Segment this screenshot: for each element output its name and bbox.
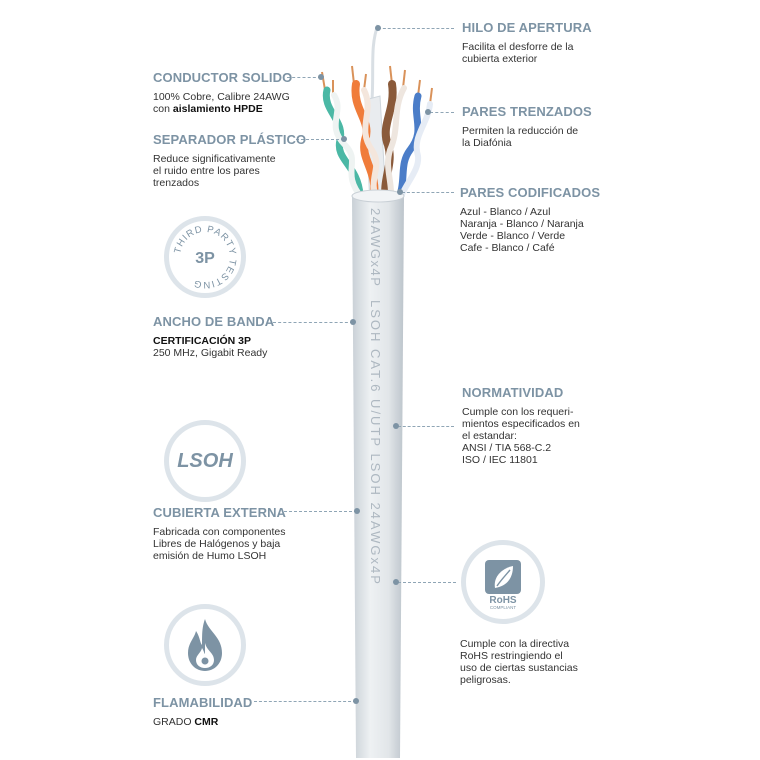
rohs-leaf-icon: RoHS COMPLIANT <box>485 560 521 610</box>
desc-line: Facilita el desforre de la <box>462 41 574 53</box>
leader-dot-separador <box>341 136 347 142</box>
blue-pair <box>392 92 422 208</box>
title-normatividad: NORMATIVIDAD <box>462 385 564 400</box>
desc-line: Cumple con la directiva <box>460 638 570 650</box>
brown-pair <box>381 80 397 206</box>
title-hilo-apertura: HILO DE APERTURA <box>462 20 592 35</box>
badge-flamabilidad <box>164 604 246 686</box>
leader-dot-pares-codificados <box>397 189 403 195</box>
title-conductor-solido: CONDUCTOR SOLIDO <box>153 70 293 85</box>
desc-line: Verde - Blanco / Verde <box>460 230 566 242</box>
leader-dot-hilo <box>375 25 381 31</box>
annotation-ancho-banda: ANCHO DE BANDA CERTIFICACIÓN 3P 250 MHz,… <box>153 314 274 359</box>
desc-line: Naranja - Blanco / Naranja <box>460 218 584 230</box>
cable-print-upper: 24AWGx4P <box>368 208 383 287</box>
title-cubierta-externa: CUBIERTA EXTERNA <box>153 505 287 520</box>
desc-line: RoHS restringiendo el <box>460 650 563 662</box>
flame-icon <box>188 619 222 671</box>
desc-line: la Diafónia <box>462 137 512 149</box>
leader-dot-flamabilidad <box>353 698 359 704</box>
title-ancho-banda: ANCHO DE BANDA <box>153 314 275 329</box>
title-separador-plastico: SEPARADOR PLÁSTICO <box>153 132 307 147</box>
badge-rohs-text: RoHS <box>489 595 517 606</box>
annotation-separador-plastico: SEPARADOR PLÁSTICO Reduce significativam… <box>153 132 306 189</box>
leader-flamabilidad <box>254 701 356 702</box>
title-pares-codificados: PARES CODIFICADOS <box>460 185 601 200</box>
annotation-pares-codificados: PARES CODIFICADOS Azul - Blanco / Azul N… <box>460 185 600 254</box>
leader-dot-cubierta <box>354 508 360 514</box>
desc-line-prefix: con <box>153 103 173 115</box>
leader-rohs <box>398 582 456 583</box>
desc-line: uso de ciertas sustancias <box>460 662 578 674</box>
leader-dot-pares-trenzados <box>425 109 431 115</box>
title-pares-trenzados: PARES TRENZADOS <box>462 104 592 119</box>
annotation-flamabilidad: FLAMABILIDAD GRADO CMR <box>153 695 252 728</box>
badge-3p-center: 3P <box>195 250 215 267</box>
cable-print-lower: LSOH CAT.6 U/UTP LSOH 24AWGx4P <box>368 300 383 586</box>
desc-line: 250 MHz, Gigabit Ready <box>153 347 268 359</box>
annotation-pares-trenzados: PARES TRENZADOS Permiten la reducción de… <box>462 104 592 149</box>
desc-line: ISO / IEC 11801 <box>462 454 538 466</box>
annotation-normatividad: NORMATIVIDAD Cumple con los requeri- mie… <box>462 385 580 466</box>
desc-line: emisión de Humo LSOH <box>153 550 267 562</box>
desc-line: el estandar: <box>462 430 517 442</box>
badge-rohs: RoHS COMPLIANT <box>461 540 545 624</box>
desc-line: trenzados <box>153 177 200 189</box>
leader-dot-normatividad <box>393 423 399 429</box>
leader-pares-codificados <box>402 192 454 193</box>
leader-dot-ancho <box>350 319 356 325</box>
leader-separador <box>296 139 344 140</box>
ripcord <box>370 24 380 101</box>
badge-3p: THIRD PARTY TESTING 3P <box>164 216 246 298</box>
desc-line: Cumple con los requeri- <box>462 406 574 418</box>
desc-line: peligrosas. <box>460 674 511 686</box>
leader-cubierta <box>284 511 357 512</box>
badge-rohs-sub: COMPLIANT <box>490 605 517 610</box>
desc-line-bold: aislamiento HPDE <box>172 103 263 115</box>
desc-line: mientos especificados en <box>462 418 580 430</box>
desc-line-prefix: GRADO <box>153 716 195 728</box>
desc-line-bold: CMR <box>194 716 219 728</box>
annotation-rohs: Cumple con la directiva RoHS restringien… <box>460 638 578 686</box>
annotation-hilo-apertura: HILO DE APERTURA Facilita el desforre de… <box>462 20 592 65</box>
desc-line: Azul - Blanco / Azul <box>460 206 551 218</box>
leader-normatividad <box>398 426 454 427</box>
desc-line: Libres de Halógenos y baja <box>153 538 281 550</box>
leader-hilo <box>378 28 454 29</box>
badge-lsoh: LSOH <box>164 420 246 502</box>
desc-line: Cafe - Blanco / Café <box>460 242 555 254</box>
desc-line: Fabricada con componentes <box>153 526 286 538</box>
cable-jacket <box>352 191 404 758</box>
title-flamabilidad: FLAMABILIDAD <box>153 695 253 710</box>
leader-ancho <box>273 322 353 323</box>
desc-line: el ruido entre los pares <box>153 165 260 177</box>
leader-dot-rohs <box>393 579 399 585</box>
desc-line-bold: CERTIFICACIÓN 3P <box>153 335 252 347</box>
desc-line: ANSI / TIA 568-C.2 <box>462 442 552 454</box>
leader-pares-trenzados <box>430 112 454 113</box>
desc-line: cubierta exterior <box>462 53 538 65</box>
desc-line: 100% Cobre, Calibre 24AWG <box>153 91 290 103</box>
desc-line: Reduce significativamente <box>153 153 276 165</box>
third-party-testing-seal-icon: THIRD PARTY TESTING 3P <box>172 224 237 290</box>
annotation-conductor-solido: CONDUCTOR SOLIDO 100% Cobre, Calibre 24A… <box>153 70 292 115</box>
desc-line: Permiten la reducción de <box>462 125 579 137</box>
annotation-cubierta-externa: CUBIERTA EXTERNA Fabricada con component… <box>153 505 286 562</box>
leader-dot-conductor <box>318 74 324 80</box>
lsoh-icon: LSOH <box>177 449 233 472</box>
leader-conductor <box>287 77 321 78</box>
